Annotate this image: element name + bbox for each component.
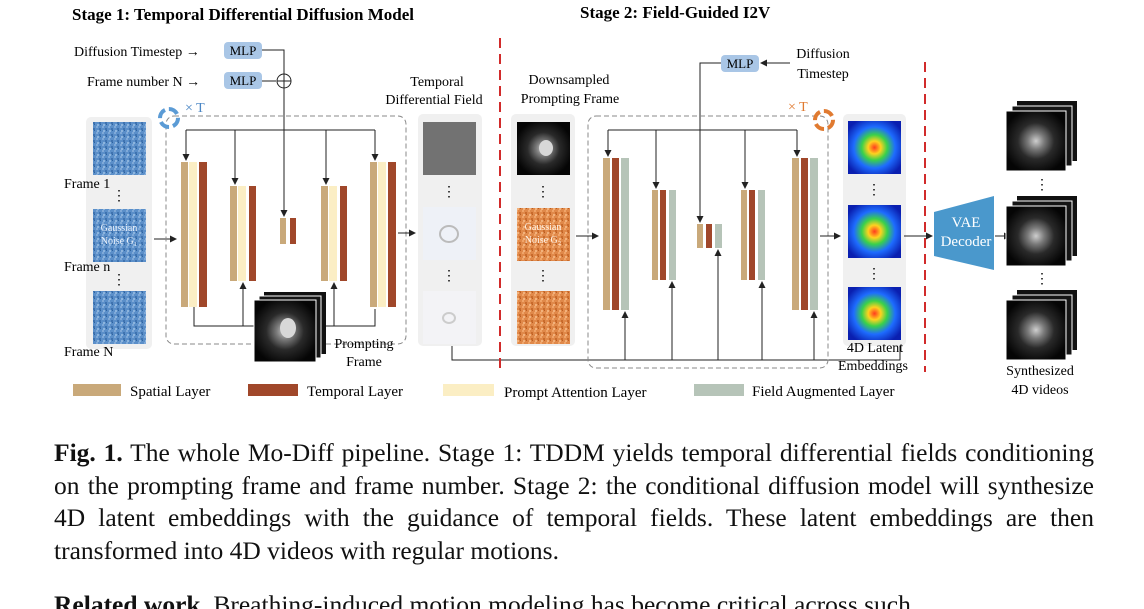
caption-text: The whole Mo-Diff pipeline. Stage 1: TDD… [54,438,1094,565]
mlp-label: MLP [230,43,257,58]
times-t-label: × T [185,101,205,116]
legend-swatch-spatial [73,384,121,396]
synth-label: Synthesized [1006,364,1074,379]
frame-number-label: Frame number N → [87,75,200,90]
synth-video-stack-1 [1005,101,1077,172]
pipeline-figure: Stage 1: Temporal Differential Diffusion… [64,3,1077,401]
tdf-frame-n [423,207,476,260]
prompting-frame-label: Frame [346,355,382,370]
next-paragraph-text: Breathing-induced motion modeling has be… [206,590,911,609]
synth-label: 4D videos [1011,383,1068,398]
dots-icon: ⋮ [536,269,550,284]
dots-icon: ⋮ [112,189,126,204]
dots-icon: ⋮ [867,183,881,198]
noise-frame-N [93,291,146,344]
next-paragraph-label: Related work. [54,590,207,609]
legend-swatch-temporal [248,384,298,396]
noise-frame-1 [93,122,146,175]
gaussian-label: Gaussian [101,223,138,234]
unet-box-stage2 [587,115,829,369]
dots-icon: ⋮ [1035,272,1049,287]
mlp-box-frame [224,72,262,89]
unet-layers-stage2 [603,158,818,310]
dots-icon: ⋮ [112,273,126,288]
prompting-frame-label: Prompting [334,337,393,352]
legend-swatch-prompt [443,384,494,396]
noise-orange-1 [517,208,570,261]
diffusion-timestep-label: Diffusion [796,47,849,62]
prompting-frame-stack [253,292,326,363]
noise-frame-n [93,209,146,262]
synth-video-stack-3 [1005,290,1077,361]
frame-n-label: Frame n [64,260,110,275]
downsampled-label: Prompting Frame [521,92,619,107]
figure-label: Fig. 1. [54,438,123,467]
unet-layers-stage1 [181,162,396,307]
legend-prompt: Prompt Attention Layer [504,385,646,401]
legend-spatial: Spatial Layer [130,384,210,400]
stage2-title: Stage 2: Field-Guided I2V [580,3,771,22]
vae-label: VAE [952,215,981,231]
dots-icon: ⋮ [867,267,881,282]
dots-icon: ⋮ [442,185,456,200]
repeat-cycle-icon [813,109,835,131]
mlp-label: MLP [230,73,257,88]
vae-decoder [934,196,994,270]
figure-caption: Fig. 1. The whole Mo-Diff pipeline. Stag… [54,437,1094,567]
dots-icon: ⋮ [442,269,456,284]
stage1-title: Stage 1: Temporal Differential Diffusion… [72,5,414,24]
mlp-label: MLP [727,56,754,71]
frame-N-label: Frame N [64,345,113,360]
legend-temporal: Temporal Layer [307,384,403,400]
downsampled-label: Downsampled [529,73,610,88]
mlp-box-timestep [224,42,262,59]
diffusion-timestep-label: Diffusion Timestep → [74,45,200,60]
noise-orange-2 [517,291,570,344]
frame-1-label: Frame 1 [64,177,110,192]
synth-video-stack-2 [1005,196,1077,267]
tdf-label: Temporal [410,75,464,90]
skip-connections [604,129,818,360]
connector [262,49,285,74]
dots-icon: ⋮ [536,185,550,200]
latent-label: Embeddings [838,359,908,374]
times-t-label: × T [788,100,808,115]
repeat-cycle-icon [158,107,180,129]
tdf-label: Differential Field [385,93,482,108]
latent-label: 4D Latent [847,341,903,356]
latent-frame-n [848,205,901,258]
latent-frame-1 [848,121,901,174]
vae-label: Decoder [941,234,992,250]
tdf-frame-1 [423,122,476,175]
mlp-box-stage2 [721,55,759,72]
next-paragraph: Related work. Breathing-induced motion m… [54,589,1094,609]
connector [696,62,721,223]
legend-swatch-field [694,384,744,396]
legend-field: Field Augmented Layer [752,384,894,400]
tdf-frame-N [423,291,476,344]
gaussian-label: Noise G₁ [101,236,138,247]
dots-icon: ⋮ [1035,178,1049,193]
gaussian-label: Noise G₂ [525,235,562,246]
latent-frame-N [848,287,901,340]
gaussian-label: Gaussian [525,222,562,233]
diffusion-timestep-label: Timestep [797,67,849,82]
